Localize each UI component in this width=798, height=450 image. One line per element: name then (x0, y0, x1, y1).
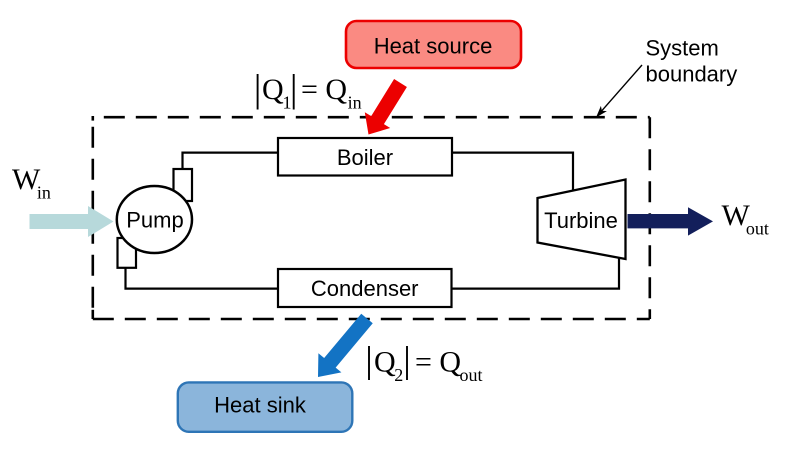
svg-text:Win: Win (12, 163, 51, 203)
svg-text:Pump: Pump (126, 208, 183, 233)
svg-text:Q1: Q1 (262, 73, 291, 113)
svg-text:Heat source: Heat source (374, 33, 493, 58)
svg-text:= Qin: = Qin (301, 73, 362, 113)
svg-text:= Qout: = Qout (415, 346, 483, 386)
svg-text:Condenser: Condenser (311, 276, 419, 301)
svg-text:Heat sink: Heat sink (214, 393, 307, 418)
svg-text:Turbine: Turbine (544, 208, 618, 233)
svg-text:Wout: Wout (722, 199, 769, 239)
svg-text:boundary: boundary (646, 62, 738, 87)
svg-text:Boiler: Boiler (337, 145, 393, 170)
svg-text:Q2: Q2 (374, 346, 403, 386)
svg-text:System: System (646, 35, 719, 60)
